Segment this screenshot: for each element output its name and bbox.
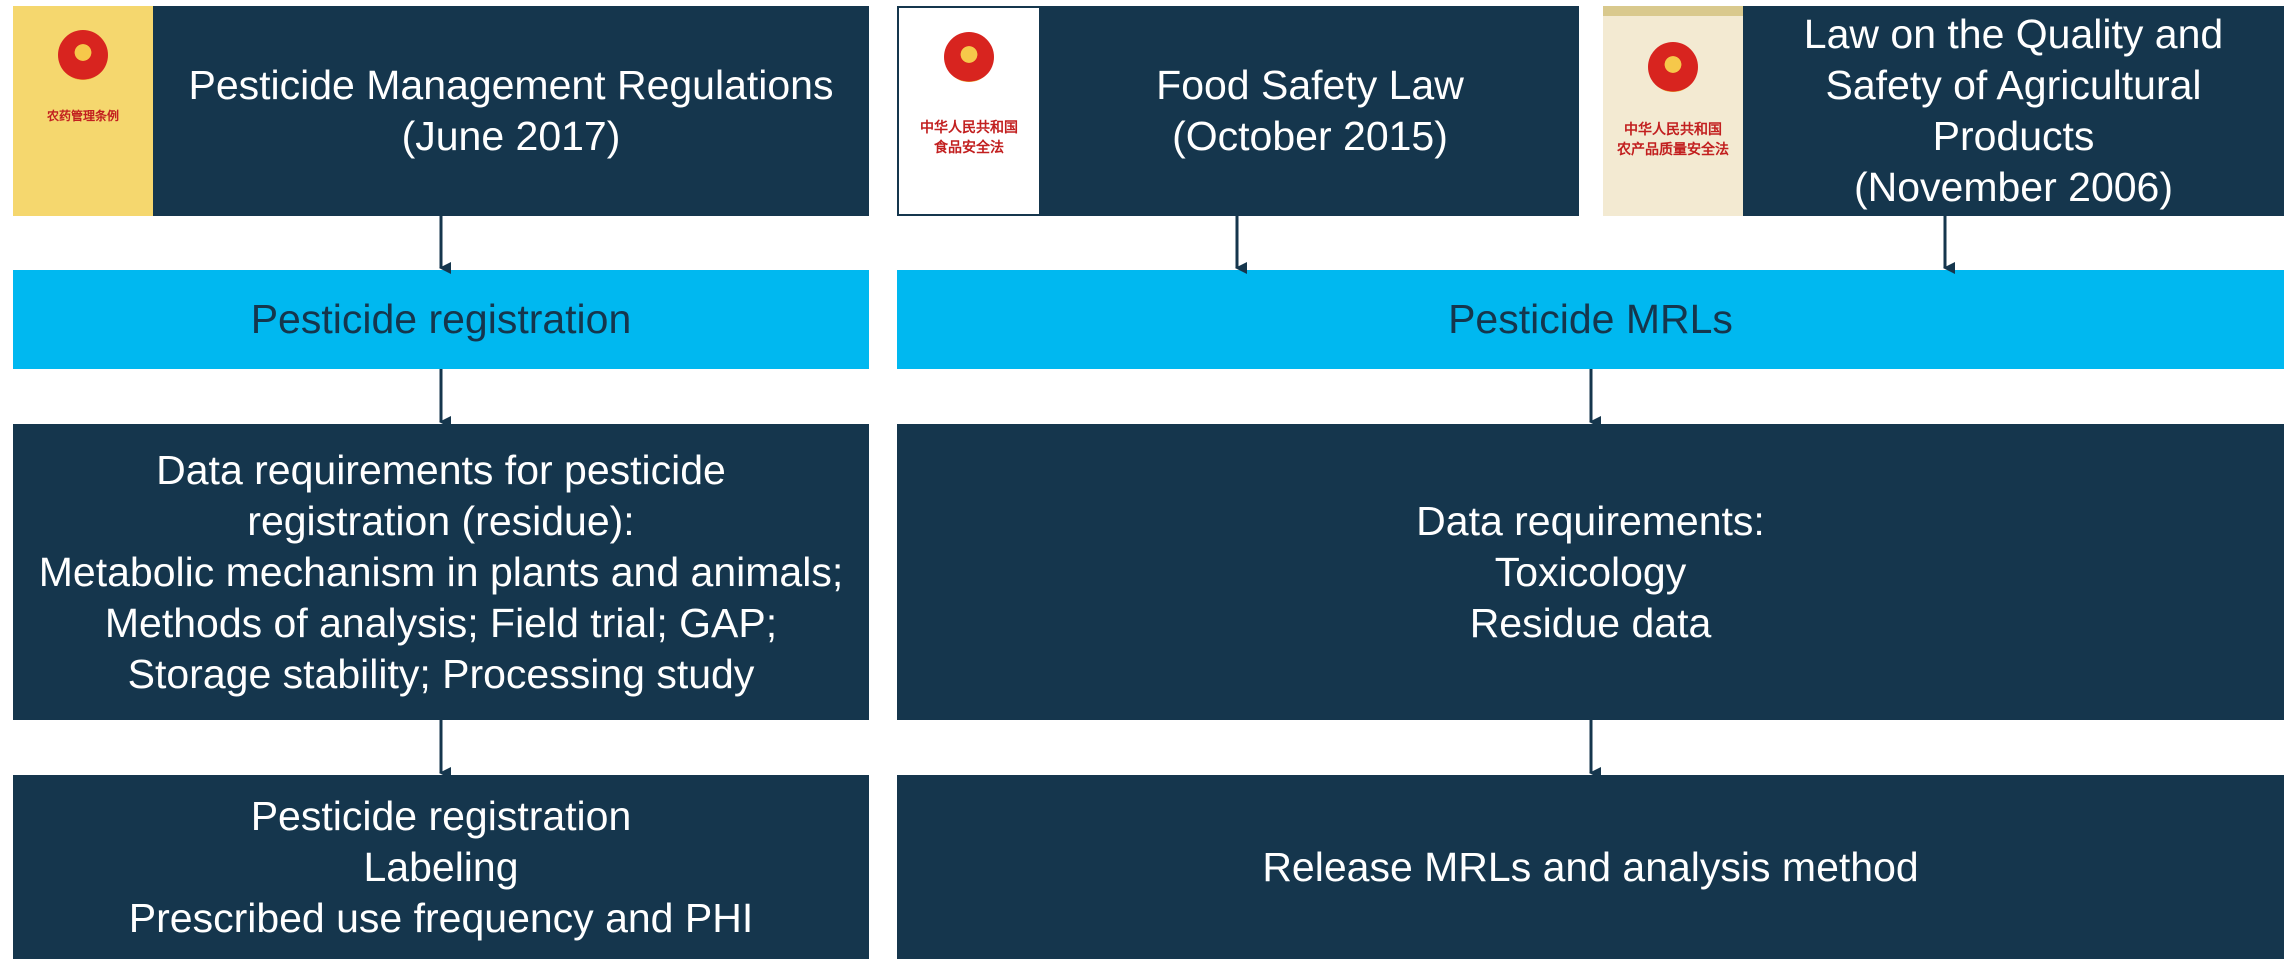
- outcome-line: Pesticide registration: [250, 792, 632, 839]
- mrls-label: Pesticide MRLs: [1448, 296, 1733, 342]
- law-box-food-safety-law: Food Safety Law (October 2015): [1041, 6, 1579, 216]
- cover-title-line: 食品安全法: [934, 140, 1004, 156]
- law-title-line: Safety of Agricultural: [1825, 62, 2202, 108]
- outcome-line: Prescribed use frequency and PHI: [128, 894, 754, 941]
- national-emblem-icon: [1648, 42, 1698, 92]
- requirement-line: Storage stability; Processing study: [127, 650, 755, 697]
- cover-title-line: 中华人民共和国: [1624, 122, 1722, 138]
- book-cover-pesticide-regulations: 农药管理条例: [13, 6, 153, 216]
- book-cover-agri-quality-law: 中华人民共和国 农产品质量安全法: [1603, 6, 1743, 216]
- national-emblem-icon: [58, 30, 108, 80]
- law-title-line: Food Safety Law: [1156, 62, 1464, 108]
- requirement-line: Methods of analysis; Field trial; GAP;: [104, 599, 778, 646]
- requirement-line: Data requirements:: [1416, 497, 1765, 544]
- pesticide-registration-box: Pesticide registration: [13, 270, 869, 369]
- mrl-outcome-box: Release MRLs and analysis method: [897, 775, 2284, 959]
- requirement-line: Residue data: [1469, 599, 1712, 646]
- law-date-line: (June 2017): [401, 113, 621, 159]
- requirement-line: Data requirements for pesticide: [156, 446, 726, 493]
- registration-outcome-box: Pesticide registration Labeling Prescrib…: [13, 775, 869, 959]
- law-box-agri-quality-law: Law on the Quality and Safety of Agricul…: [1743, 6, 2284, 216]
- law-title-line: Pesticide Management Regulations: [188, 62, 834, 108]
- national-emblem-icon: [944, 32, 994, 82]
- law-box-pesticide-regulations: Pesticide Management Regulations (June 2…: [153, 6, 869, 216]
- registration-label: Pesticide registration: [250, 296, 632, 342]
- registration-data-requirements-box: Data requirements for pesticide registra…: [13, 424, 869, 720]
- requirement-line: Toxicology: [1494, 548, 1687, 595]
- cover-title-line: 中华人民共和国: [920, 120, 1018, 136]
- law-title-line: Products: [1932, 113, 2095, 159]
- law-title-line: Law on the Quality and: [1803, 11, 2224, 57]
- law-date-line: (October 2015): [1172, 113, 1448, 159]
- cover-title-line: 农产品质量安全法: [1617, 142, 1729, 158]
- outcome-line: Labeling: [363, 843, 519, 890]
- cover-band: [1603, 6, 1743, 16]
- outcome-line: Release MRLs and analysis method: [1262, 843, 1919, 890]
- requirement-line: registration (residue):: [247, 497, 635, 544]
- pesticide-mrls-box: Pesticide MRLs: [897, 270, 2284, 369]
- mrl-data-requirements-box: Data requirements: Toxicology Residue da…: [897, 424, 2284, 720]
- book-cover-food-safety-law: 中华人民共和国 食品安全法: [897, 6, 1041, 216]
- requirement-line: Metabolic mechanism in plants and animal…: [38, 548, 844, 595]
- law-date-line: (November 2006): [1853, 164, 2174, 210]
- cover-title: 农药管理条例: [46, 109, 119, 123]
